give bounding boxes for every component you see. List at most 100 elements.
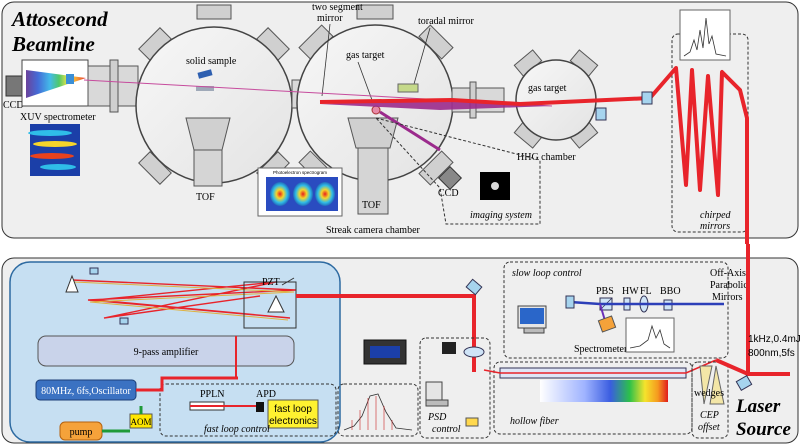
wedge-2 bbox=[709, 365, 725, 405]
two-segment-mirror-label-2: mirror bbox=[317, 13, 343, 24]
tof-right-tube bbox=[357, 147, 389, 215]
amp-prism-left bbox=[65, 274, 79, 293]
psd-lens bbox=[463, 346, 485, 358]
pzt-prism bbox=[267, 294, 285, 313]
cep-label-1: CEP bbox=[700, 410, 719, 421]
fiber-spectrum bbox=[540, 380, 668, 402]
psd-monitor bbox=[425, 381, 443, 401]
cep-offset-box bbox=[691, 361, 729, 439]
tof-right-label: TOF bbox=[362, 200, 381, 211]
chirped-mirrors-label-2: mirrors bbox=[700, 221, 730, 232]
amplifier-label: 9-pass amplifier bbox=[134, 347, 199, 358]
ir-beam-top bbox=[319, 66, 749, 244]
spectrogram-blob bbox=[270, 182, 290, 206]
cep-label-2: offset bbox=[698, 422, 720, 433]
spectrogram-title: Photoelectron spectrogram bbox=[273, 170, 327, 175]
two-segment-mirror-pointer bbox=[321, 23, 331, 97]
toroidal-mirror bbox=[397, 83, 419, 93]
focusing-mirror bbox=[595, 107, 607, 121]
psd-display bbox=[370, 346, 400, 358]
fast-loop-electronics-label-1: fast loop bbox=[274, 404, 312, 415]
hw-label: HW bbox=[622, 286, 639, 297]
off-axis-label-3: Mirrors bbox=[712, 292, 743, 303]
xuv-spectrometer-label: XUV spectrometer bbox=[20, 112, 96, 123]
psd-label-1: PSD bbox=[427, 412, 447, 423]
apd-detector bbox=[256, 402, 264, 412]
toroidal-mirror-label: toradal mirror bbox=[418, 16, 474, 27]
slow-loop-control-box bbox=[503, 261, 729, 359]
gas-target-main bbox=[371, 105, 381, 115]
slow-loop-control-label: slow loop control bbox=[512, 268, 582, 279]
toroidal-mirror-pointer bbox=[413, 27, 431, 85]
tof-left-cone bbox=[185, 117, 231, 151]
amplifier-bar bbox=[37, 335, 295, 367]
output-spec-line1: 1kHz,0.4mJ, bbox=[748, 334, 800, 345]
slow-loop-screen bbox=[520, 308, 544, 324]
output-spec-line2: 800nm,5fs bbox=[748, 348, 795, 359]
pzt-label: PZT bbox=[262, 277, 280, 288]
xuv-band bbox=[28, 130, 72, 136]
psd-mirror bbox=[465, 417, 479, 427]
streak-camera-chamber-label: Streak camera chamber bbox=[326, 225, 421, 236]
multipass-beams bbox=[71, 279, 297, 319]
psd-keyboard bbox=[425, 399, 449, 407]
off-axis-label-2: Parabolic bbox=[710, 280, 748, 291]
ccd-imaging-camera bbox=[437, 165, 463, 191]
chirped-mirrors-label-1: chirped bbox=[700, 210, 732, 221]
steering-mirror bbox=[641, 91, 653, 105]
amp-mirror bbox=[89, 267, 99, 275]
flange bbox=[109, 59, 119, 113]
output-mirror bbox=[465, 278, 483, 296]
beamline-title-line1: Attosecond bbox=[10, 7, 108, 31]
pbs-label: PBS bbox=[596, 286, 614, 297]
fast-loop-electronics-box bbox=[267, 399, 319, 429]
ccd-left-camera bbox=[5, 75, 23, 97]
tof-right-cone bbox=[347, 117, 399, 149]
beamline-title-line2: Beamline bbox=[11, 32, 95, 56]
pzt-stage bbox=[243, 281, 297, 329]
psd-label-2: control bbox=[432, 424, 461, 435]
solid-sample-label: solid sample bbox=[186, 56, 237, 67]
comb-envelope bbox=[343, 393, 413, 431]
imaging-spot bbox=[491, 182, 499, 190]
spectrometer-label: Spectrometer bbox=[574, 344, 628, 355]
tof-left-label: TOF bbox=[196, 192, 215, 203]
multipass-beams-secondary bbox=[73, 281, 295, 321]
slow-loop-mirror bbox=[565, 295, 575, 309]
imaging-system-label: imaging system bbox=[470, 210, 532, 221]
tof-left-tube bbox=[193, 149, 223, 187]
hhg-chamber-label: HHG chamber bbox=[517, 152, 576, 163]
psd-sensor bbox=[442, 342, 456, 354]
two-segment-mirror-label-1: two segment bbox=[312, 2, 363, 13]
hhg-chamber bbox=[513, 49, 599, 149]
spectrogram-blob bbox=[293, 182, 313, 206]
pzt-arrow bbox=[281, 277, 295, 286]
solid-sample-holder bbox=[197, 69, 213, 79]
gas-target-hhg-label: gas target bbox=[528, 83, 567, 94]
bbo-label: BBO bbox=[660, 286, 681, 297]
chirped-spectrum-plot bbox=[679, 9, 731, 61]
oscillator-label: 80MHz, 6fs,Oscillator bbox=[41, 386, 131, 397]
amp-mirror bbox=[119, 317, 129, 325]
hollow-fiber-box bbox=[493, 361, 693, 435]
ccd-left-label: CCD bbox=[3, 100, 24, 111]
xuv-band bbox=[30, 153, 74, 159]
pump-label: pump bbox=[70, 427, 93, 438]
slow-loop-spectrum-plot bbox=[625, 317, 675, 353]
slow-loop-spectrum-curve bbox=[629, 324, 671, 349]
slow-loop-keyboard bbox=[523, 327, 545, 334]
comb-plot-box bbox=[337, 383, 419, 437]
gas-target-pointer bbox=[357, 61, 373, 101]
fl-label: FL bbox=[640, 286, 652, 297]
xuv-band bbox=[40, 164, 76, 170]
spectrometer-device bbox=[597, 315, 617, 333]
chirped-spectrum-curve bbox=[683, 17, 727, 57]
imaging-system-region bbox=[374, 117, 541, 225]
off-axis-label-1: Off-Axis bbox=[710, 268, 746, 279]
output-beam bbox=[715, 244, 790, 376]
laser-title-line2: Source bbox=[736, 419, 791, 440]
fast-loop-control-label: fast loop control bbox=[204, 424, 270, 435]
ppln-label: PPLN bbox=[200, 389, 224, 400]
gas-target-main-label: gas target bbox=[346, 50, 385, 61]
